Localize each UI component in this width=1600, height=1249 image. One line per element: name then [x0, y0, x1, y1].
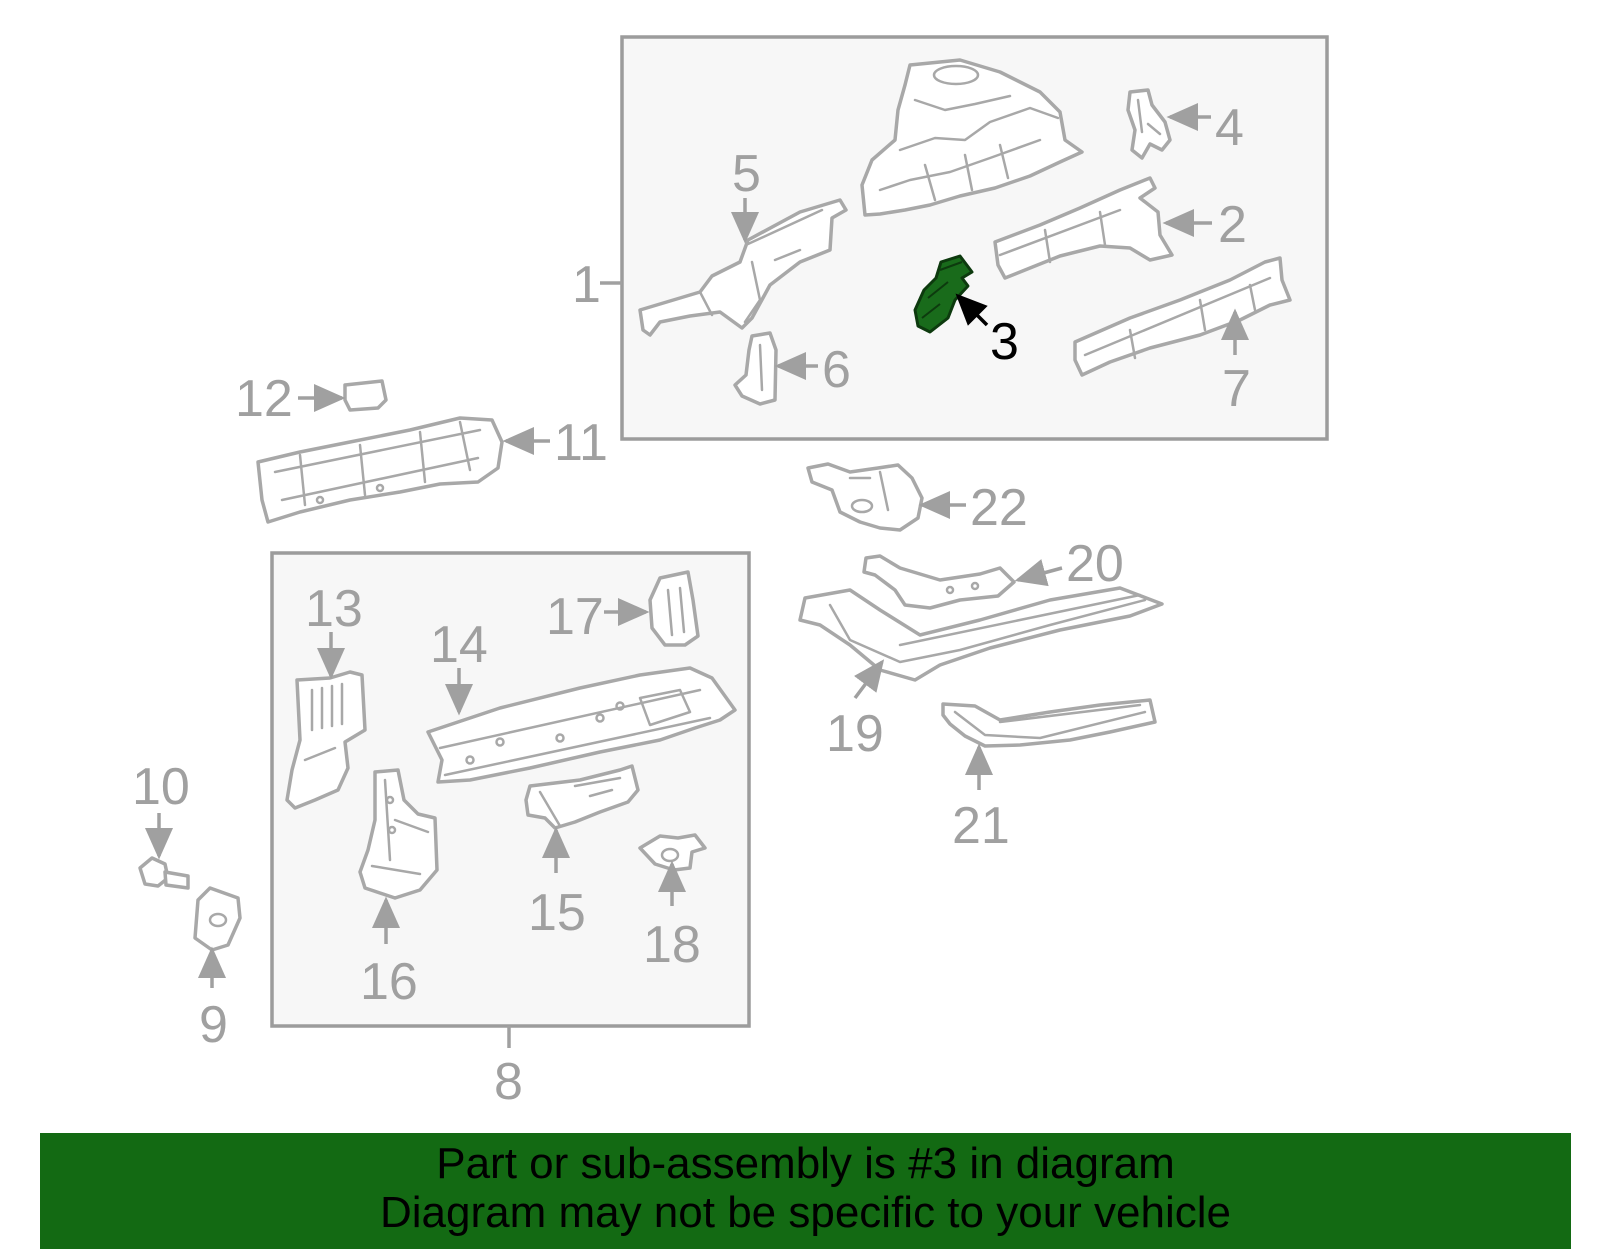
part-10-bolt	[138, 856, 190, 890]
part-16	[358, 768, 439, 900]
callout-6: 6	[822, 341, 851, 399]
part-4	[1126, 88, 1172, 160]
leader-3[interactable]	[955, 293, 989, 327]
part-5	[638, 198, 848, 337]
part-12	[343, 379, 388, 412]
callout-11: 11	[554, 414, 608, 472]
callout-14: 14	[430, 616, 488, 674]
callout-22: 22	[970, 479, 1028, 537]
banner-line-disclaimer: Diagram may not be specific to your vehi…	[379, 1188, 1232, 1237]
part-19	[798, 586, 1164, 682]
info-banner: Part or sub-assembly is #3 in diagram Di…	[40, 1133, 1571, 1249]
callout-8: 8	[494, 1053, 523, 1111]
callout-13: 13	[305, 580, 363, 638]
part-13	[285, 670, 367, 810]
callout-16: 16	[360, 953, 418, 1011]
callout-12: 12	[235, 370, 293, 428]
part-17	[648, 570, 700, 647]
part-15	[524, 764, 640, 830]
part-11	[256, 416, 504, 524]
callout-21: 21	[952, 797, 1010, 855]
leader-20	[1014, 559, 1063, 587]
part-22	[806, 462, 924, 532]
leader-19	[853, 659, 885, 700]
callout-5: 5	[732, 145, 761, 203]
part-6	[733, 331, 778, 406]
callout-9: 9	[199, 996, 228, 1054]
callout-7: 7	[1222, 360, 1251, 418]
part-21	[941, 698, 1157, 748]
callout-20: 20	[1066, 535, 1124, 593]
callout-3[interactable]: 3	[990, 313, 1019, 371]
callout-2: 2	[1218, 196, 1247, 254]
callout-19: 19	[826, 705, 884, 763]
callout-4: 4	[1215, 99, 1244, 157]
callout-10: 10	[132, 758, 190, 816]
part-3-highlighted[interactable]	[913, 254, 974, 334]
banner-line-part: Part or sub-assembly is #3 in diagram	[436, 1139, 1175, 1188]
parts-diagram: 1 2 3 4 5 6 7 8 9 10 11 12 13 14 15 16 1…	[132, 35, 1329, 1111]
part-20	[862, 554, 1016, 610]
callout-1: 1	[572, 256, 601, 314]
callout-17: 17	[546, 588, 604, 646]
callout-18: 18	[643, 916, 701, 974]
part-9-plate	[193, 886, 242, 952]
part-7	[1073, 256, 1292, 377]
part-14	[426, 666, 737, 784]
part-2	[993, 176, 1174, 280]
part-wheel-apron	[860, 58, 1084, 217]
callout-15: 15	[528, 884, 586, 942]
